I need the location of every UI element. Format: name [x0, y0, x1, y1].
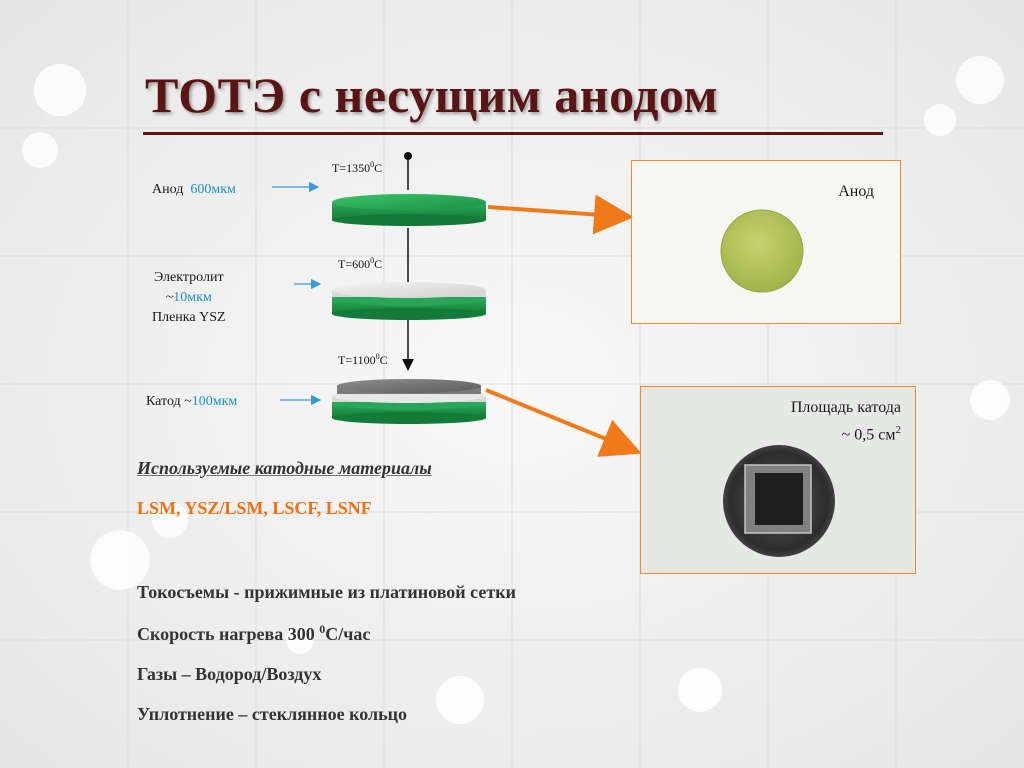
cathode-thickness: 100мкм: [191, 394, 238, 409]
anode-photo-label: Анод: [838, 183, 874, 200]
temp-label-2: T=6000C: [338, 256, 383, 271]
anode-label: Анод 600мкм: [152, 182, 236, 197]
sealing-text: Уплотнение – стеклянное кольцо: [137, 704, 408, 724]
temp-label-1: T=13500C: [332, 160, 383, 175]
anode-sample-image: [720, 209, 804, 293]
page-title: ТОТЭ с несущим анодом: [145, 67, 719, 123]
cathode-sample-image: [723, 445, 835, 557]
heating-rate-text: Скорость нагрева 300 0С/час: [137, 622, 371, 644]
anode-thickness: 600мкм: [190, 182, 236, 197]
current-collectors-text: Токосъемы - прижимные из платиновой сетк…: [137, 582, 516, 602]
materials-list: LSM, YSZ/LSM, LSCF, LSNF: [137, 498, 372, 518]
anode-disk-shape: [332, 194, 486, 226]
cathode-photo-arrow: [485, 388, 642, 457]
temp-label-3: T=11000C: [338, 352, 388, 367]
electrolyte-thickness: 10мкм: [173, 290, 212, 305]
title-underline: [143, 132, 883, 135]
process-start-dot: [404, 152, 412, 160]
materials-heading: Используемые катодные материалы: [137, 458, 432, 478]
cathode-photo-label: Площадь катода ~ 0,5 см2: [790, 399, 901, 444]
gases-text: Газы – Водород/Воздух: [137, 664, 322, 684]
cathode-disk-shape: [332, 379, 486, 424]
cathode-photo-panel: Площадь катода ~ 0,5 см2: [640, 386, 916, 574]
anode-photo-arrow: [487, 194, 634, 235]
electrolyte-label: Электролит ~10мкм Пленка YSZ: [152, 270, 226, 325]
cathode-label: Катод ~100мкм: [146, 394, 238, 409]
electrolyte-disk-shape: [332, 282, 486, 320]
anode-photo-panel: Анод: [631, 160, 901, 324]
